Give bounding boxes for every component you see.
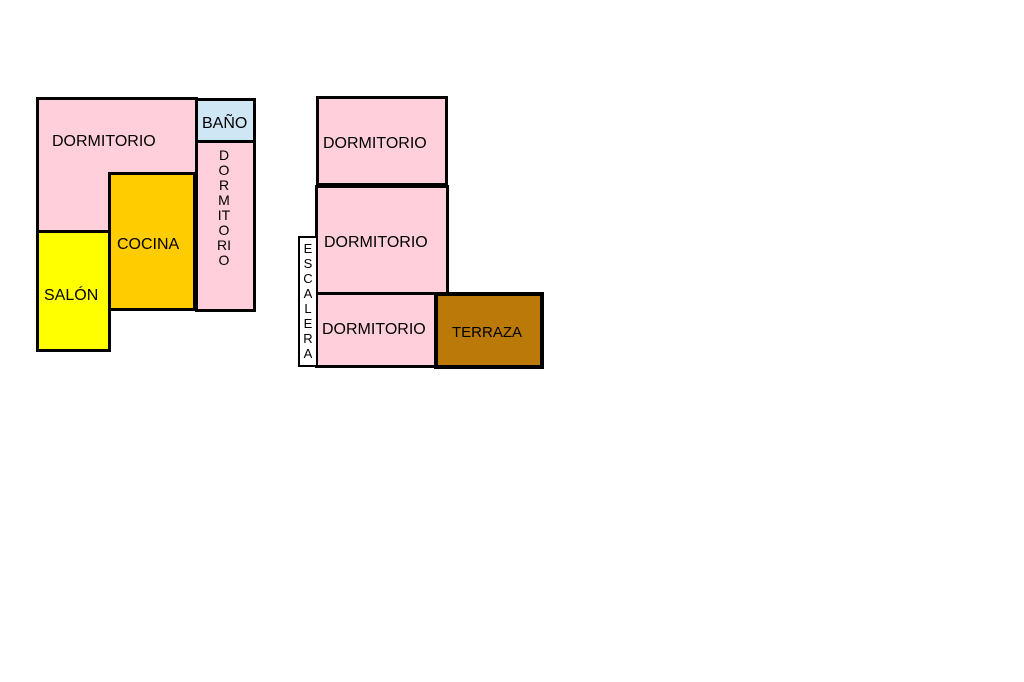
- room-dormitorio-top: [316, 96, 448, 186]
- room-label-dormitorio-left: DORMITORIO: [52, 133, 156, 150]
- room-label-cocina: COCINA: [117, 236, 180, 253]
- room-terraza: [434, 292, 544, 369]
- room-label-terraza: TERRAZA: [452, 324, 523, 341]
- room-dormitorio-bottom: [315, 292, 439, 368]
- room-dormitorio-vertical: [195, 140, 256, 312]
- room-escalera: [298, 236, 318, 367]
- room-salon: [36, 230, 111, 352]
- room-label-dormitorio-top: DORMITORIO: [323, 135, 427, 152]
- room-label-dormitorio-vertical: DORMITORIO: [217, 147, 231, 268]
- room-label-salon: SALÓN: [44, 287, 99, 304]
- room-label-bano: BAÑO: [202, 115, 248, 132]
- room-label-dormitorio-middle: DORMITORIO: [324, 234, 428, 251]
- room-label-escalera: ESCALERA: [303, 241, 313, 361]
- room-cocina: [108, 172, 196, 311]
- room-label-dormitorio-bottom: DORMITORIO: [322, 321, 426, 338]
